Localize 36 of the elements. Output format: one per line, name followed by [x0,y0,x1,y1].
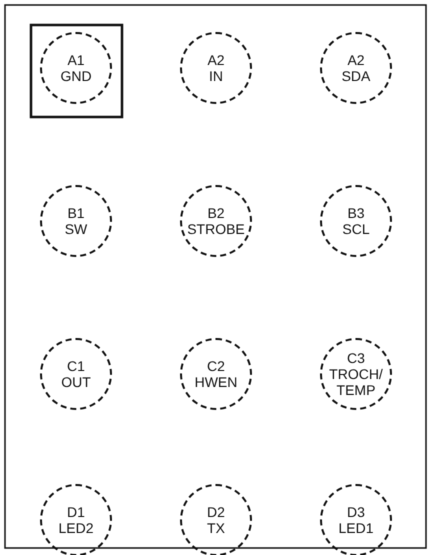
pin-name: HWEN [194,374,238,390]
pin-circle [320,32,392,104]
pin-circle [40,185,112,257]
pin-number: C3 [347,350,365,366]
pin-number: B3 [347,204,365,221]
pin-number: C2 [207,358,225,374]
pin-number: D2 [207,504,225,520]
pin-number: C1 [67,358,85,374]
pin-name: TX [207,520,225,536]
pin-number: D1 [67,504,85,520]
pin-circle [320,484,392,555]
pin-circle [180,185,252,257]
pin-circle [40,32,112,104]
pin-circle [180,32,252,104]
pin-number: A2 [207,52,225,68]
pin-name: SDA [342,68,370,84]
pin-circle [180,338,252,410]
pin-number: D3 [347,504,365,520]
pin-name: OUT [61,374,91,390]
pin-name: TROCH/TEMP [328,366,384,398]
pin-number: A2 [347,52,365,68]
pin-number: B2 [207,204,225,221]
pin-circle [320,338,392,410]
pin-number: B1 [67,204,85,221]
pin-number: A1 [67,52,85,68]
pin-name: STROBE [187,221,245,238]
pin-name: SW [64,221,88,238]
pin-name: GND [60,68,92,84]
pin-name: LED1 [338,520,374,536]
pin-name: IN [209,68,223,84]
pin-circle [320,185,392,257]
pin-circle [180,484,252,555]
pin-name: SCL [342,221,370,238]
pin-circle [40,484,112,555]
pin-name: LED2 [58,520,94,536]
pin-circle [40,338,112,410]
